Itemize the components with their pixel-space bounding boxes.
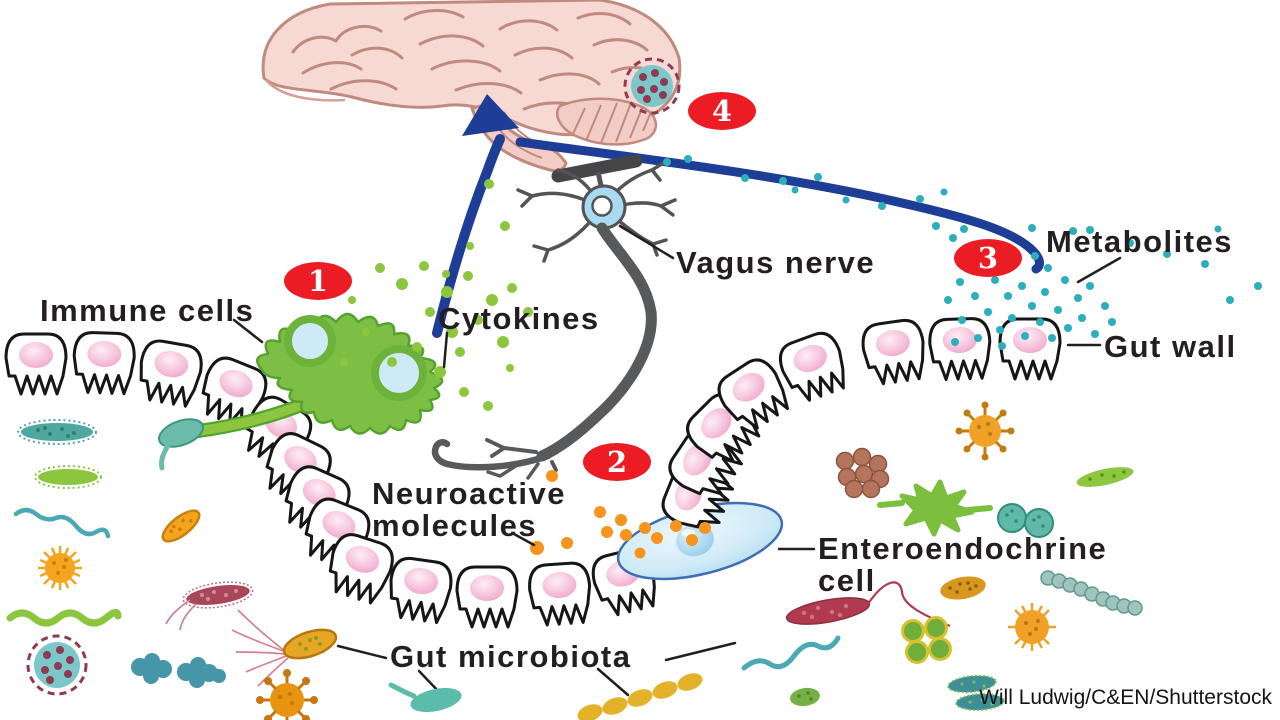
gut-microbiota-icons <box>6 401 1143 720</box>
step-marker-3: 3 <box>954 239 1022 277</box>
amoeboid-microbe <box>877 479 993 537</box>
neuroactive-dots <box>530 470 711 559</box>
label-enteroendocrine-cell: Enteroendochrine cell <box>818 531 1108 599</box>
cytokine-dots <box>340 179 533 411</box>
vesicle <box>371 345 427 401</box>
flagellated-bacterium <box>231 609 338 687</box>
green-cocci-quad <box>901 616 952 664</box>
label-gut-microbiota: Gut microbiota <box>390 639 632 674</box>
image-credit: Will Ludwig/C&EN/Shutterstock <box>979 686 1272 709</box>
dotted-coccus <box>26 634 88 696</box>
label-enteroendocrine-line2: cell <box>818 563 876 599</box>
knobbed-virus-right <box>955 401 1015 461</box>
step-marker-4: 4 <box>688 92 756 130</box>
flagellated-red-rod <box>785 581 951 628</box>
brain-gyri <box>291 9 663 114</box>
green-rod-bacterium <box>34 465 102 489</box>
step-marker-4-number: 4 <box>711 94 733 128</box>
axon <box>536 222 657 462</box>
cerebellum <box>555 97 657 146</box>
dendrites <box>516 158 677 263</box>
label-neuroactive-line1: Neuroactive <box>372 476 566 511</box>
step-marker-1-number: 1 <box>307 264 329 298</box>
step-marker-3-number: 3 <box>977 241 999 275</box>
label-metabolites: Metabolites <box>1046 224 1234 259</box>
paired-bacilli <box>947 674 1005 712</box>
dotted-coccus-at-brain <box>623 57 681 115</box>
step-marker-1: 1 <box>284 262 352 300</box>
cocci-cluster <box>131 653 226 688</box>
curved-green-rod <box>1076 467 1134 487</box>
label-neuroactive-line2: molecules <box>372 508 538 544</box>
label-neuroactive-molecules: Neuroactive molecules <box>372 476 566 544</box>
arrowhead <box>462 94 519 136</box>
brown-cocci-cluster <box>835 447 890 499</box>
diplococci <box>997 503 1054 538</box>
cocci-chain <box>1040 570 1143 616</box>
pointer-lines <box>232 224 1122 697</box>
label-immune-cells: Immune cells <box>40 293 255 328</box>
step-marker-2: 2 <box>583 443 651 481</box>
flagellated-maroon-rod <box>165 581 254 631</box>
soma-nucleus <box>591 195 613 217</box>
segmented-chain <box>577 673 703 720</box>
label-vagus-nerve: Vagus nerve <box>676 245 876 280</box>
immune-cell-foot <box>158 418 204 471</box>
label-gut-wall: Gut wall <box>1104 329 1237 364</box>
spiky-virus <box>38 546 82 590</box>
fuzzy-rod-bacterium <box>17 419 97 445</box>
label-cytokines: Cytokines <box>438 301 600 336</box>
orange-dotted-rod <box>161 509 201 543</box>
patterned-orange-oval <box>940 576 986 600</box>
vesicle <box>284 315 336 367</box>
axon-terminal <box>431 438 558 480</box>
vagus-neuron <box>431 154 677 480</box>
knobbed-virus <box>256 669 318 720</box>
step-marker-2-number: 2 <box>606 445 628 479</box>
tadpole-microbe <box>388 682 462 713</box>
small-green-oval <box>790 687 820 707</box>
immune-dendritic-cell <box>158 312 444 471</box>
brain <box>261 0 682 173</box>
spiky-sun-microbe <box>1008 603 1056 651</box>
spirochete <box>13 507 111 539</box>
wavy-bacillus <box>6 609 122 627</box>
teal-spirochete <box>741 635 841 671</box>
label-enteroendocrine-line1: Enteroendochrine <box>818 531 1108 566</box>
